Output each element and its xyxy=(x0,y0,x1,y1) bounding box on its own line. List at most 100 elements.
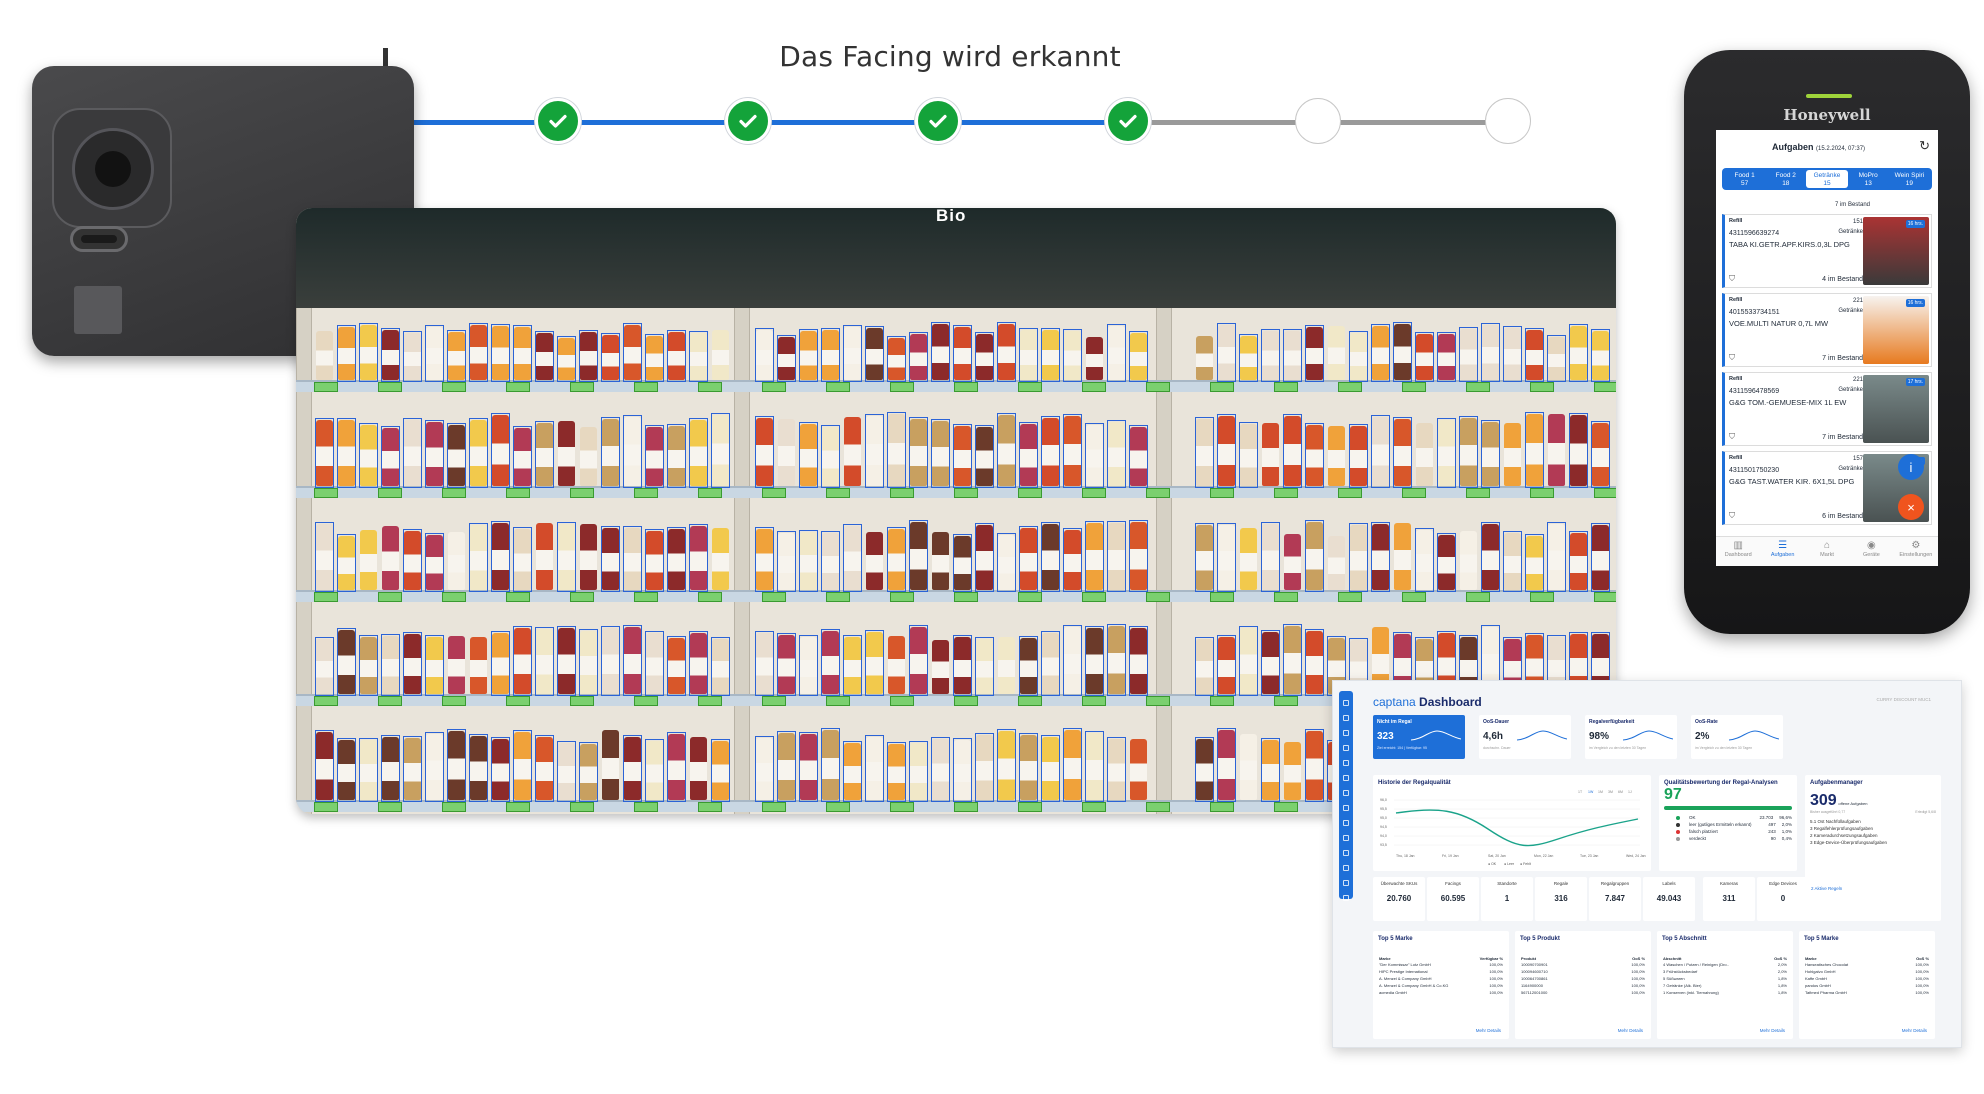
bottle xyxy=(1130,522,1147,590)
bottle xyxy=(1592,525,1609,590)
detection-box xyxy=(1371,522,1390,592)
bottle xyxy=(1548,637,1565,694)
bottle xyxy=(778,337,795,380)
range-toggle-6M[interactable]: 6M xyxy=(1618,790,1623,794)
detection-box xyxy=(359,323,378,382)
detection-box xyxy=(689,631,708,696)
more-details-link[interactable]: Mehr Details xyxy=(1617,1028,1643,1033)
task-item[interactable]: 5.1 Ost Nachfüllaufgaben xyxy=(1810,819,1861,824)
detection-box xyxy=(777,335,796,382)
more-details-link[interactable]: Mehr Details xyxy=(1901,1028,1927,1033)
bottle xyxy=(492,415,509,486)
refresh-icon[interactable]: ↻ xyxy=(1919,138,1930,153)
range-toggle-1J[interactable]: 1J xyxy=(1628,790,1632,794)
bottle xyxy=(1086,628,1103,694)
task-item[interactable]: 3 Edge-Device-Überprüfungsaufgaben xyxy=(1810,840,1888,845)
bottle xyxy=(976,735,993,800)
bottle xyxy=(932,739,949,800)
table-header-cell: Marke xyxy=(1805,956,1817,961)
bottle xyxy=(602,335,619,380)
detection-box xyxy=(931,419,950,488)
task-type: Refill xyxy=(1729,455,1743,461)
detection-box xyxy=(975,523,994,592)
task-item[interactable]: 2 Kameradurchsetzungsaufgaben xyxy=(1810,833,1878,838)
nav-einstellungen[interactable]: ⚙Einstellungen xyxy=(1894,537,1938,566)
price-label xyxy=(1594,382,1616,392)
quality-label: verdeckt xyxy=(1670,835,1765,842)
task-number: 157 xyxy=(1852,456,1863,462)
shield-icon: ⛉ xyxy=(1729,274,1735,283)
detection-box xyxy=(469,523,488,592)
range-toggle-1M[interactable]: 1M xyxy=(1598,790,1603,794)
nav-markt[interactable]: ⌂Markt xyxy=(1805,537,1849,566)
kpi-sparkline xyxy=(1411,730,1461,741)
tab-label: Food 1 xyxy=(1734,172,1755,179)
more-details-link[interactable]: Mehr Details xyxy=(1475,1028,1501,1033)
table-cell: Hanseatisches Chocolat xyxy=(1805,962,1849,967)
bottle xyxy=(382,526,399,590)
nav-aufgaben[interactable]: ☰Aufgaben xyxy=(1760,537,1804,566)
active-rules-link[interactable]: 2 Aktive Regeln xyxy=(1811,886,1843,891)
nav-geräte[interactable]: ◉Geräte xyxy=(1849,537,1893,566)
detection-box xyxy=(1305,729,1324,802)
stat-label: Standorte xyxy=(1497,881,1517,886)
bottle xyxy=(668,734,685,800)
bottle xyxy=(1526,536,1543,590)
price-label xyxy=(314,802,338,812)
bottle xyxy=(316,639,333,694)
dashboard-store-selector[interactable]: CURRY DISCOUNT MUC1 xyxy=(1876,697,1931,702)
table-cell: 100,0% xyxy=(1631,976,1645,981)
task-sub-left: Bisher ausgeführt 0,77 xyxy=(1810,810,1846,814)
detection-box xyxy=(821,531,840,592)
shelf-post xyxy=(296,308,312,814)
price-label xyxy=(762,382,786,392)
task-type: Refill xyxy=(1729,376,1743,382)
bottle xyxy=(1306,631,1323,694)
range-toggle-3M[interactable]: 3M xyxy=(1608,790,1613,794)
kpi-label: OoS-Rate xyxy=(1695,719,1718,725)
detection-box xyxy=(711,637,730,696)
top5-title: Top 5 Marke xyxy=(1804,936,1839,942)
task-item[interactable]: 3 Regalfehlerprüfungsaufgaben xyxy=(1810,826,1874,831)
detection-box xyxy=(843,325,862,382)
detection-box xyxy=(1217,728,1236,802)
progress-step-4 xyxy=(1105,98,1151,144)
bottle xyxy=(866,328,883,380)
table-cell: 1,8% xyxy=(1777,990,1787,995)
close-fab-button[interactable]: × xyxy=(1898,494,1924,520)
table-cell: 100,0% xyxy=(1631,983,1645,988)
quality-bar xyxy=(1664,806,1792,810)
nav-dashboard[interactable]: ▥Dashboard xyxy=(1716,537,1760,566)
range-toggle-1T[interactable]: 1T xyxy=(1578,790,1583,794)
more-details-link[interactable]: Mehr Details xyxy=(1759,1028,1785,1033)
progress-step-6 xyxy=(1485,98,1531,144)
bottle xyxy=(690,420,707,486)
info-fab-button[interactable]: i xyxy=(1898,454,1924,480)
bottle xyxy=(910,522,927,590)
detection-box xyxy=(1239,422,1258,488)
bottle xyxy=(844,743,861,800)
detection-box xyxy=(425,325,444,382)
range-toggle-1W[interactable]: 1W xyxy=(1588,790,1594,794)
bottle xyxy=(1416,530,1433,590)
y-tick-label: 93,5 xyxy=(1380,843,1387,847)
detection-box xyxy=(843,524,862,592)
detection-box xyxy=(469,734,488,802)
bottle xyxy=(624,417,641,486)
